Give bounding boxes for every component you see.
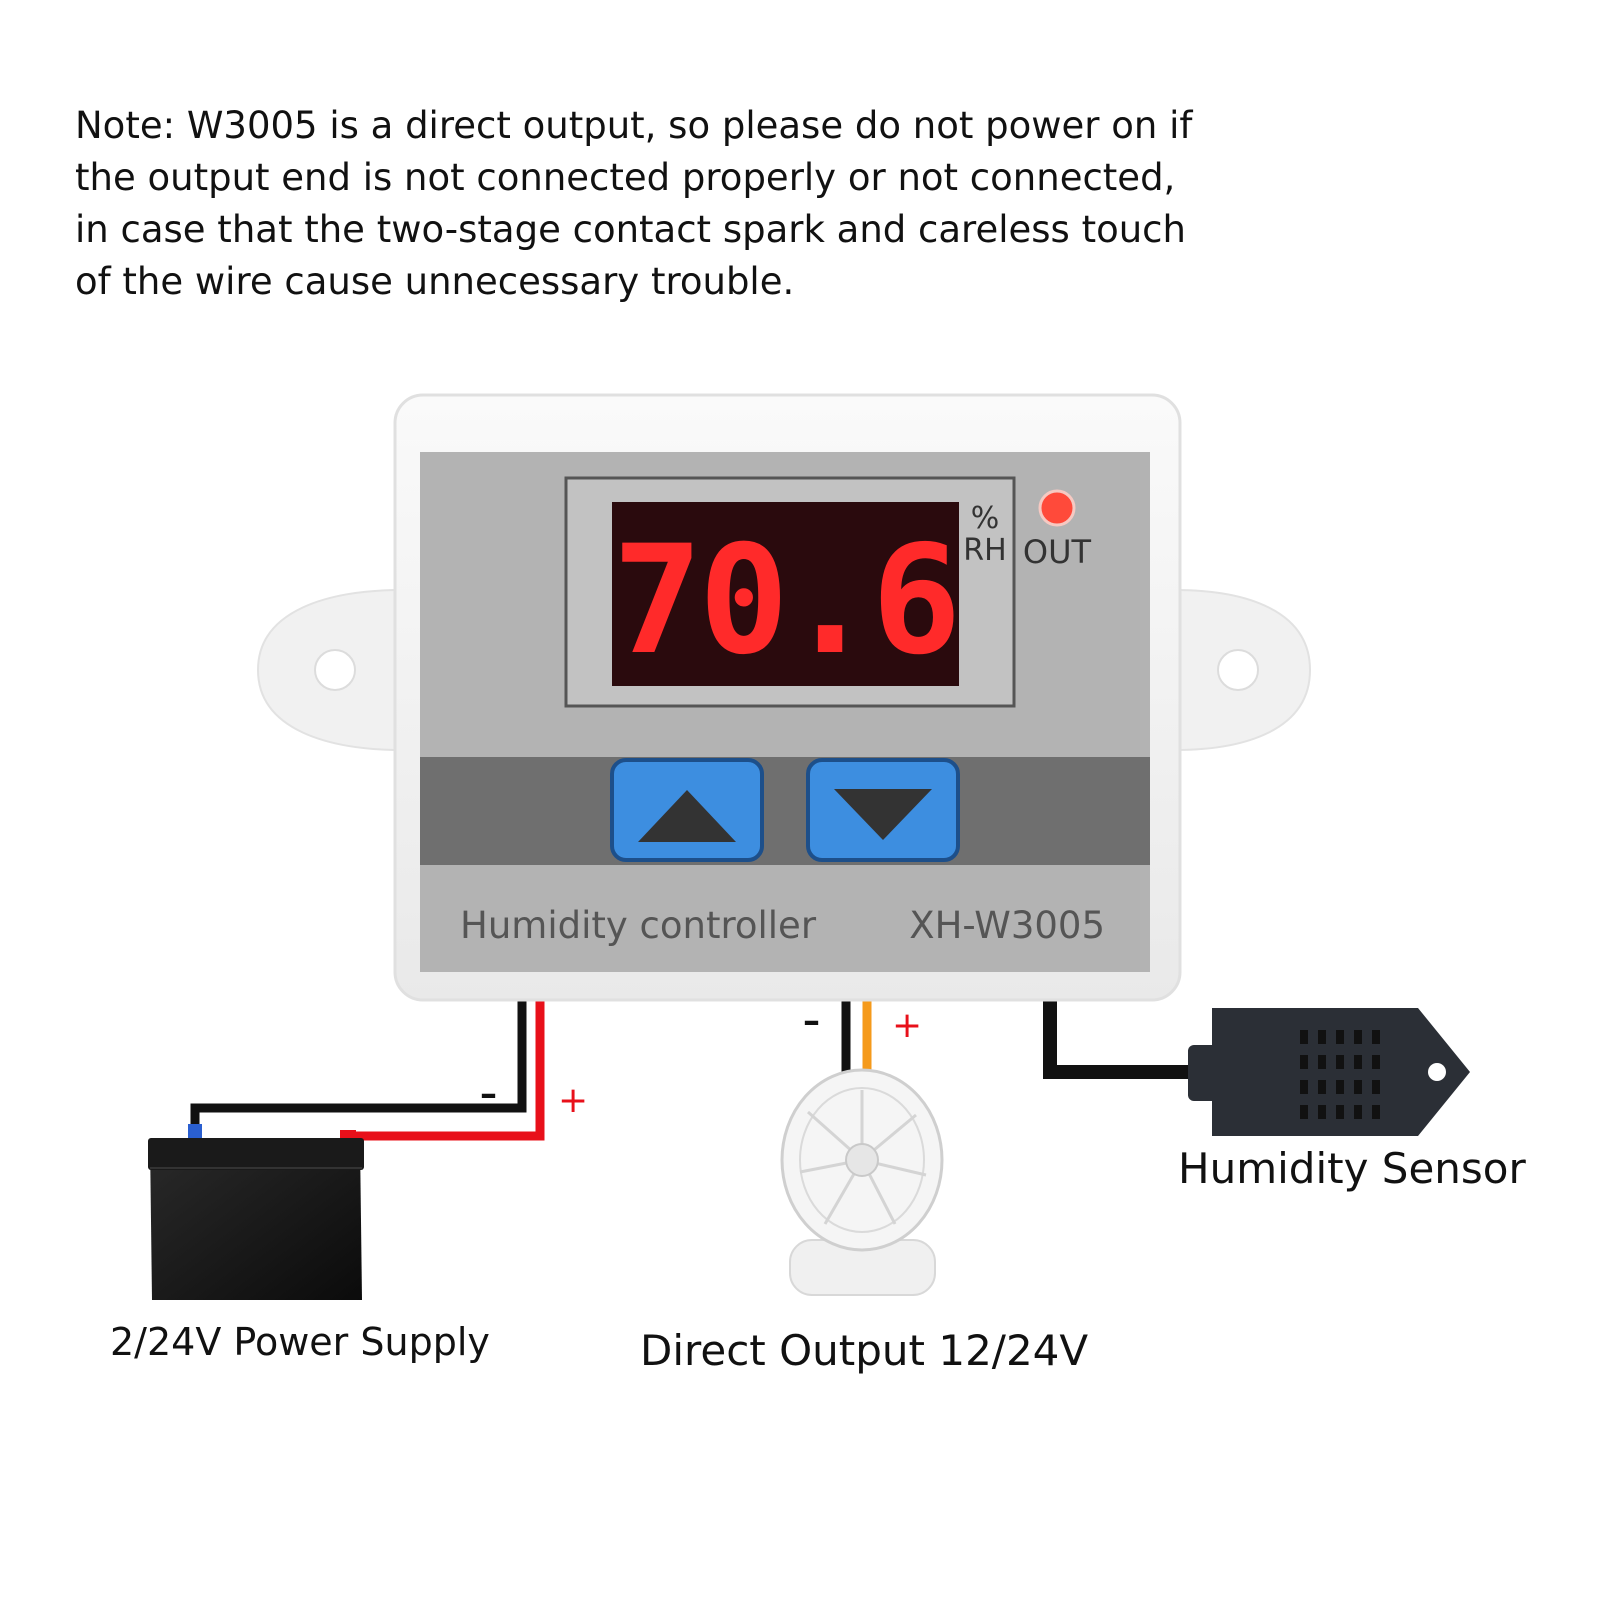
- fan: [780, 1068, 944, 1296]
- battery: [148, 1124, 364, 1300]
- sensor-wire: [1043, 995, 1192, 1079]
- power-minus-label: –: [480, 1074, 497, 1114]
- battery-body: [150, 1142, 362, 1300]
- triangle-down-icon: [834, 789, 932, 840]
- left-mount-hole: [314, 649, 356, 691]
- down-button[interactable]: [806, 758, 960, 862]
- sensor-body: [1212, 1008, 1470, 1136]
- sensor-label: Humidity Sensor: [1178, 1144, 1526, 1193]
- power-wires: [190, 995, 545, 1142]
- unit-rh: RH: [963, 533, 1006, 568]
- humidity-sensor: [1188, 1008, 1470, 1136]
- right-mount-hole: [1217, 649, 1259, 691]
- power-red-wire: [344, 995, 545, 1142]
- battery-terminal-negative: [188, 1124, 202, 1140]
- note-text: Note: W3005 is a direct output, so pleas…: [75, 104, 1193, 303]
- out-led: [1038, 489, 1076, 527]
- power-supply-label: 2/24V Power Supply: [110, 1320, 490, 1364]
- battery-top: [148, 1138, 364, 1170]
- output-plus-label: +: [892, 1005, 922, 1046]
- button-strip: [420, 757, 1150, 865]
- triangle-up-icon: [638, 790, 736, 842]
- up-button[interactable]: [610, 758, 764, 862]
- power-plus-label: +: [558, 1080, 588, 1121]
- out-label: OUT: [1023, 533, 1092, 571]
- device-model: XH-W3005: [909, 904, 1105, 947]
- humidity-controller: 70.6 % RH OUT Humidity controller XH-W30…: [256, 393, 1312, 1002]
- display-value: 70.6: [612, 514, 957, 688]
- sensor-cable-sleeve: [1188, 1045, 1218, 1101]
- unit-percent: %: [971, 501, 1000, 536]
- direct-output-label: Direct Output 12/24V: [640, 1326, 1088, 1375]
- device-name: Humidity controller: [460, 904, 817, 947]
- output-minus-label: –: [803, 1001, 820, 1041]
- sensor-vents: [1300, 1030, 1380, 1119]
- sensor-mount-hole: [1428, 1063, 1446, 1081]
- output-wires: [841, 995, 872, 1080]
- power-black-wire: [190, 995, 527, 1128]
- fan-hub: [845, 1143, 879, 1177]
- led-display: [612, 502, 959, 686]
